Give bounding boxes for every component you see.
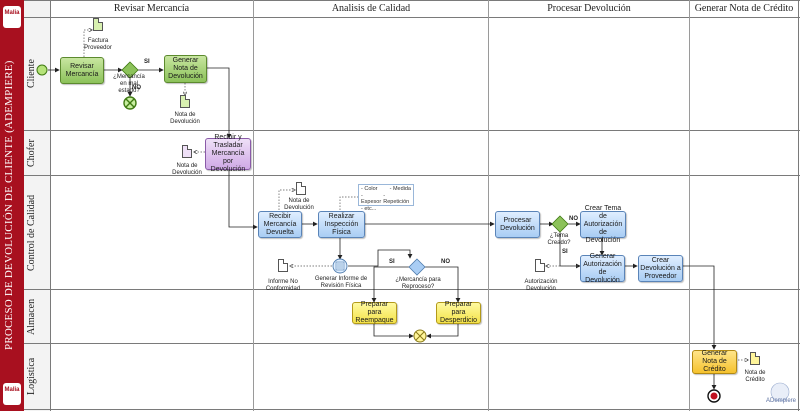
annotation-row: - Espesor- Repetición bbox=[361, 193, 411, 206]
flow-label-si: SI bbox=[389, 259, 395, 265]
logo-text: Malia bbox=[4, 387, 20, 393]
annotation-row: - etc... bbox=[361, 206, 411, 213]
phase-revisar-mercancia: Revisar Mercancía bbox=[113, 3, 190, 14]
grid-line bbox=[24, 409, 800, 410]
flow-proveedor-to-credito bbox=[683, 265, 717, 350]
logo-text: Malia bbox=[4, 10, 20, 16]
phase-generar-nota-credito: Generar Nota de Crédito bbox=[694, 3, 794, 14]
gateway-label-tema-creado: ¿Tema Creado? bbox=[547, 233, 571, 246]
artifact-nota-credito: Nota de Crédito bbox=[744, 370, 766, 383]
grid-line bbox=[798, 0, 799, 411]
annotation-text: - etc... bbox=[361, 205, 377, 212]
annotation-attributes: - Color - Medida - Espesor- Repetición - … bbox=[358, 184, 414, 212]
flow-label-no: NO bbox=[569, 216, 578, 222]
artifact-informe-revision-fisica: Generar Informe de Revisión Física bbox=[314, 276, 368, 289]
task-generar-autorizacion: Generar Autorización de Devolución bbox=[580, 253, 625, 284]
association-nota-3 bbox=[278, 190, 295, 210]
intermediate-event-informe-lines bbox=[337, 263, 343, 269]
intermediate-event-informe-icon bbox=[335, 261, 345, 271]
flow-si-to-reempaque bbox=[371, 266, 409, 303]
task-recibir-trasladar: Recibir y Trasladar Mercancía por Devolu… bbox=[205, 134, 251, 173]
document-icon bbox=[182, 145, 192, 158]
document-icon bbox=[180, 95, 190, 108]
flow-no-to-desperdicio bbox=[425, 266, 461, 303]
flow-label-si: SI bbox=[144, 59, 150, 65]
grid-line bbox=[24, 0, 800, 1]
phase-analisis-calidad: Analisis de Calidad bbox=[331, 3, 411, 14]
association-factura bbox=[83, 30, 92, 57]
lane-divider bbox=[24, 175, 800, 176]
document-icon bbox=[535, 259, 545, 272]
grid-line bbox=[50, 0, 51, 411]
phase-divider bbox=[253, 0, 254, 411]
flow-informe-to-gateway bbox=[348, 249, 413, 267]
flow-chofer-to-recibir bbox=[228, 170, 258, 230]
end-event-x-mark bbox=[125, 98, 135, 108]
artifact-nota-devolucion: Nota de Devolución bbox=[172, 163, 202, 176]
annotation-text: - Repetición bbox=[383, 192, 410, 206]
phase-procesar-devolucion: Procesar Devolución bbox=[547, 3, 631, 14]
logo-bottom: Malia bbox=[3, 383, 21, 405]
pool-header bbox=[0, 0, 24, 411]
artifact-informe-no-conformidad: Informe No Conformidad bbox=[265, 279, 301, 292]
gateway-reproceso bbox=[408, 258, 426, 276]
task-revisar-mercancia: Revisar Mercancía bbox=[60, 57, 104, 84]
annotation-row: - Color - Medida bbox=[361, 186, 411, 193]
flow-label-si: SI bbox=[562, 249, 568, 255]
document-icon bbox=[278, 259, 288, 272]
flow-reempaque-to-merge bbox=[373, 324, 414, 339]
document-icon bbox=[93, 18, 103, 31]
watermark-text: ADempiere bbox=[766, 398, 797, 404]
flow-label-no: NO bbox=[132, 85, 141, 91]
flow-label-no: NO bbox=[441, 259, 450, 265]
flow-desperdicio-to-merge bbox=[426, 324, 459, 339]
annotation-text: - Espesor bbox=[361, 192, 382, 206]
lane-divider bbox=[24, 289, 800, 290]
annotation-text: - Color bbox=[361, 186, 378, 192]
task-crear-devolucion-proveedor: Crear Devolución a Proveedor bbox=[638, 255, 683, 282]
task-recibir-mercancia-devuelta: Recibir Mercancía Devuelta bbox=[258, 211, 302, 238]
gateway-label-mercancia: ¿Mercancía en mal estado? bbox=[113, 74, 145, 94]
annotation-text: - Medida bbox=[389, 186, 411, 192]
artifact-autorizacion-devolucion: Autorización Devolución bbox=[524, 279, 558, 292]
artifact-factura-proveedor: Factura Proveedor bbox=[84, 38, 112, 51]
watermark-icon bbox=[770, 382, 790, 402]
start-event bbox=[36, 64, 48, 76]
gateway-mercancia bbox=[121, 61, 139, 79]
end-event-final-core bbox=[710, 392, 718, 400]
gateway-tema-creado bbox=[551, 215, 569, 233]
task-preparar-reempaque: Preparar para Reempaque bbox=[352, 301, 397, 324]
join-event-mark bbox=[415, 331, 425, 341]
lane-divider bbox=[24, 343, 800, 344]
phase-divider bbox=[689, 0, 690, 411]
logo-top: Malia bbox=[3, 6, 21, 28]
document-icon bbox=[750, 352, 760, 365]
task-generar-nota-devolucion: Generar Nota de Devolución bbox=[164, 55, 207, 83]
task-crear-tema-autorizacion: Crear Tema de Autorización de Devolución bbox=[580, 205, 626, 244]
flow-nota-to-chofer bbox=[207, 67, 232, 139]
task-generar-nota-credito: Generar Nota de Crédito bbox=[692, 350, 737, 374]
artifact-nota-devolucion: Nota de Devolución bbox=[284, 198, 314, 211]
grid-line bbox=[24, 17, 800, 18]
task-realizar-inspeccion: Realizar Inspección Física bbox=[318, 211, 365, 238]
lane-divider bbox=[24, 130, 800, 131]
phase-divider bbox=[488, 0, 489, 411]
task-preparar-desperdicio: Preparar para Desperdicio bbox=[436, 301, 481, 324]
document-icon bbox=[296, 182, 306, 195]
task-procesar-devolucion: Procesar Devolución bbox=[495, 211, 540, 238]
association-annotation bbox=[339, 196, 358, 210]
gateway-label-reproceso: ¿Mercancía para Reproceso? bbox=[395, 277, 441, 290]
artifact-nota-devolucion: Nota de Devolución bbox=[170, 112, 200, 125]
